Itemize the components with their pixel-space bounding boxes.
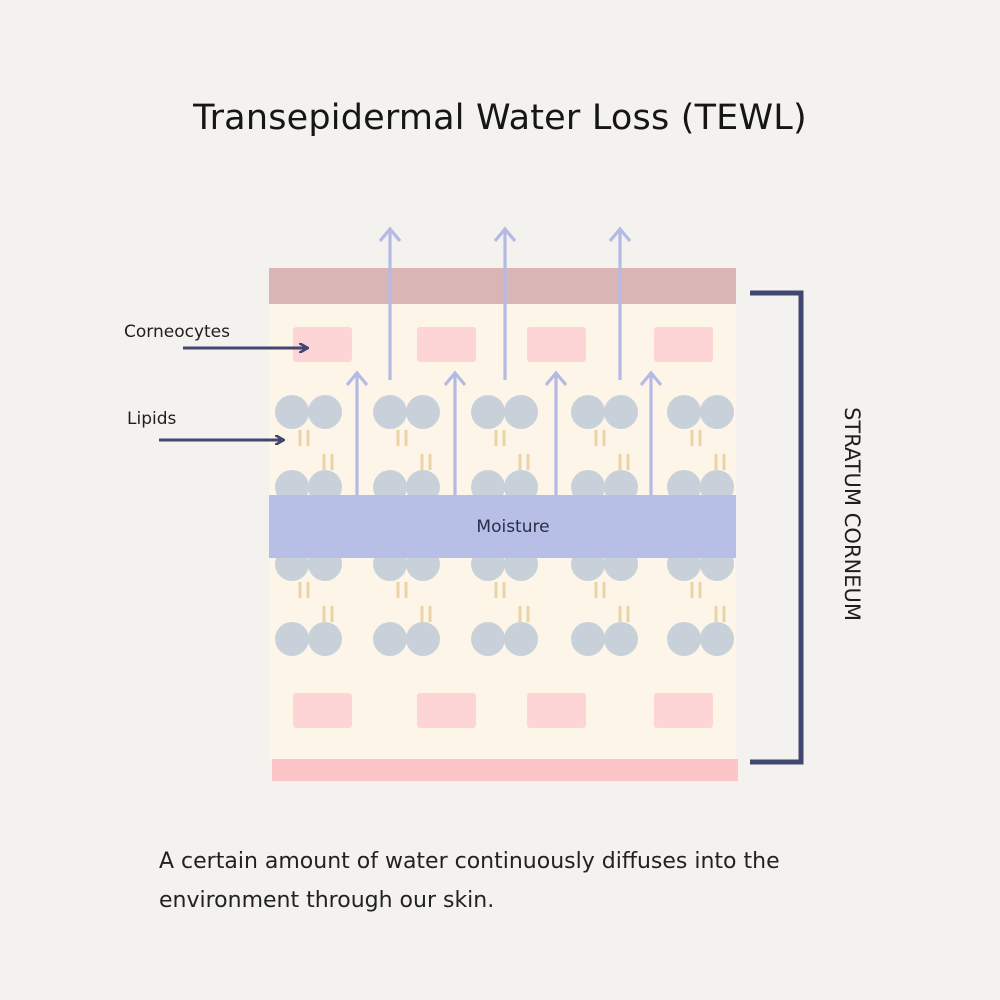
water-diffusion-arrows bbox=[345, 226, 663, 495]
corneocyte bbox=[417, 327, 476, 362]
corneocyte bbox=[527, 693, 586, 728]
lipid-head bbox=[308, 622, 342, 656]
water-arrow bbox=[378, 226, 402, 380]
corneocyte bbox=[527, 327, 586, 362]
lipid-pair bbox=[471, 395, 538, 446]
lipid-pair bbox=[373, 395, 440, 446]
corneocyte bbox=[654, 327, 713, 362]
lipid-pair bbox=[373, 606, 440, 656]
water-arrow-head bbox=[378, 226, 402, 243]
lipid-pair bbox=[275, 606, 342, 656]
water-arrow bbox=[639, 370, 663, 495]
water-arrow-head bbox=[608, 226, 632, 243]
lipid-head bbox=[471, 622, 505, 656]
lipid-head bbox=[308, 395, 342, 429]
lipid-head bbox=[571, 395, 605, 429]
lipid-pair bbox=[275, 395, 342, 446]
lipid-pair bbox=[571, 395, 638, 446]
water-arrow bbox=[443, 370, 467, 495]
corneocyte bbox=[417, 693, 476, 728]
lipid-pair bbox=[471, 606, 538, 656]
lipid-head bbox=[373, 395, 407, 429]
water-arrow bbox=[544, 370, 568, 495]
skin-bottom-layer bbox=[272, 759, 738, 781]
lipid-pair bbox=[571, 606, 638, 656]
lipid-head bbox=[275, 395, 309, 429]
corneocyte bbox=[293, 693, 352, 728]
lipid-head bbox=[406, 395, 440, 429]
stratum-corneum-label: STRATUM CORNEUM bbox=[840, 407, 864, 621]
corneocyte bbox=[654, 693, 713, 728]
water-arrow-head bbox=[544, 370, 568, 387]
lipid-head bbox=[504, 395, 538, 429]
water-arrow bbox=[493, 226, 517, 380]
water-arrow-head bbox=[443, 370, 467, 387]
corneocytes-top-row bbox=[293, 327, 713, 362]
lipid-head bbox=[275, 622, 309, 656]
caption-text: A certain amount of water continuously d… bbox=[159, 849, 780, 913]
lipid-head bbox=[373, 622, 407, 656]
corneocyte bbox=[293, 327, 352, 362]
moisture-band bbox=[269, 495, 736, 558]
lipid-head bbox=[700, 622, 734, 656]
lipid-head bbox=[700, 395, 734, 429]
lipid-pair bbox=[667, 395, 734, 446]
lipid-head bbox=[604, 395, 638, 429]
lipid-head bbox=[571, 622, 605, 656]
skin-top-layer bbox=[269, 268, 736, 304]
lipids-label: Lipids bbox=[127, 409, 176, 429]
water-arrow-head bbox=[345, 370, 369, 387]
corneocytes-label: Corneocytes bbox=[124, 322, 230, 342]
lipid-pair bbox=[667, 606, 734, 656]
water-arrow bbox=[345, 370, 369, 495]
lipid-head bbox=[471, 395, 505, 429]
lipid-head bbox=[406, 622, 440, 656]
lipid-head bbox=[504, 622, 538, 656]
water-arrow bbox=[608, 226, 632, 380]
corneocytes-bottom-row bbox=[293, 693, 713, 728]
lipid-head bbox=[667, 622, 701, 656]
water-arrow-head bbox=[639, 370, 663, 387]
lipid-head bbox=[604, 622, 638, 656]
page-title: Transepidermal Water Loss (TEWL) bbox=[193, 98, 807, 138]
water-arrow-head bbox=[493, 226, 517, 243]
lipid-head bbox=[667, 395, 701, 429]
stratum-corneum-bracket bbox=[750, 290, 804, 765]
moisture-label: Moisture bbox=[476, 517, 549, 537]
